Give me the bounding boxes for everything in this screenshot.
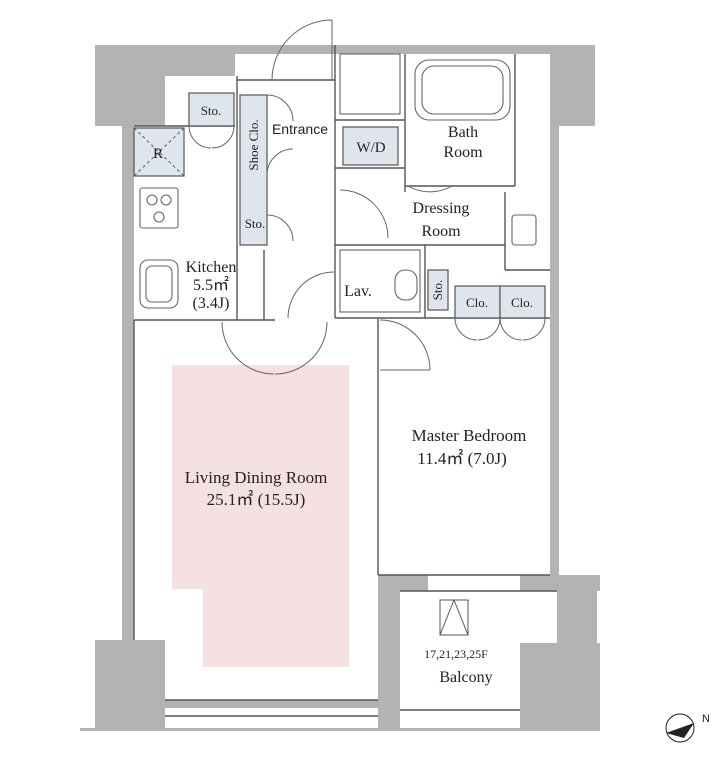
floors-label: 17,21,23,25F: [424, 647, 488, 661]
kitchen-jo: (3.4J): [193, 295, 230, 312]
entrance-label: Entrance: [272, 121, 328, 137]
master-name: Master Bedroom: [412, 426, 527, 445]
labels: Sto. R Shoe Clo. Entrance Sto. W/D Bath …: [153, 103, 533, 686]
living-highlight: [172, 365, 349, 667]
refrigerator-label: R: [153, 146, 163, 162]
shoe-closet-label: Shoe Clo.: [246, 119, 261, 170]
storage-mid-label: Sto.: [245, 216, 266, 231]
dressing-label-1: Dressing: [413, 200, 470, 217]
storage-small-label: Sto.: [430, 280, 445, 301]
bath-label-2: Room: [443, 144, 483, 161]
dressing-label-2: Room: [421, 223, 461, 240]
lavatory-label: Lav.: [344, 283, 372, 300]
walls: [80, 45, 600, 731]
ac-unit: [439, 599, 469, 636]
washer-dryer-label: W/D: [356, 140, 385, 156]
doors: [188, 19, 546, 375]
storage-panels: [133, 92, 546, 319]
closet-2-label: Clo.: [511, 295, 533, 310]
bath-label-1: Bath: [448, 124, 478, 141]
fixtures: [133, 53, 537, 313]
north-arrow-icon: N: [665, 713, 710, 743]
kitchen-area: 5.5㎡: [193, 276, 229, 294]
storage-top-label: Sto.: [201, 103, 222, 118]
closet-1-label: Clo.: [466, 295, 488, 310]
living-name: Living Dining Room: [185, 468, 328, 487]
kitchen-name: Kitchen: [186, 259, 237, 276]
master-size: 11.4㎡ (7.0J): [417, 449, 507, 468]
balcony-label: Balcony: [439, 669, 492, 686]
living-size: 25.1㎡ (15.5J): [207, 490, 306, 509]
compass-label: N: [702, 713, 710, 725]
